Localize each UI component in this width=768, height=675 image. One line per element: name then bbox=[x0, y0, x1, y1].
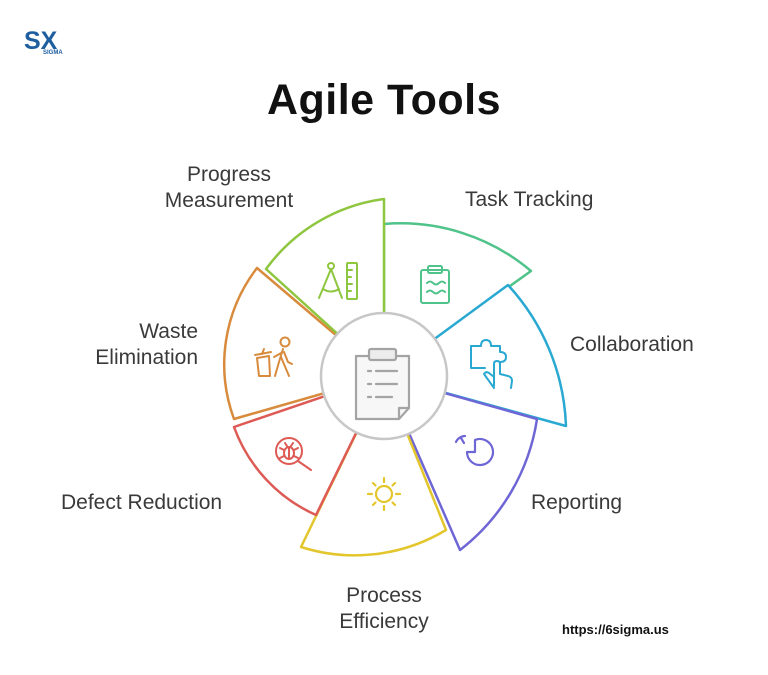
compass-ruler-icon bbox=[318, 262, 358, 300]
segment-collaboration bbox=[382, 283, 568, 428]
puzzle-hand-icon bbox=[470, 339, 513, 389]
label-reporting: Reporting bbox=[531, 491, 623, 514]
pie-chart-icon bbox=[454, 434, 495, 467]
six-sigma-logo: SX SIGMA bbox=[24, 27, 63, 56]
label-progress-measurement: Progress Measurement bbox=[164, 163, 294, 212]
label-process-efficiency: Process Efficiency bbox=[339, 584, 429, 633]
label-defect-reduction: Defect Reduction bbox=[61, 491, 223, 514]
label-collaboration: Collaboration bbox=[570, 333, 694, 356]
person-trash-icon bbox=[254, 336, 293, 377]
segment-process-efficiency bbox=[299, 374, 448, 557]
source-url[interactable]: https://6sigma.us bbox=[562, 622, 669, 637]
label-waste-elimination: Waste Elimination bbox=[95, 320, 198, 369]
logo-text: SX bbox=[24, 27, 58, 55]
clipboard-icon bbox=[354, 347, 411, 421]
bug-search-icon bbox=[275, 437, 312, 471]
page-title: Agile Tools bbox=[266, 76, 502, 124]
label-task-tracking: Task Tracking bbox=[465, 188, 594, 211]
clipboard-check-icon bbox=[420, 265, 450, 304]
gear-icon bbox=[366, 476, 402, 512]
logo-sub-text: SIGMA bbox=[43, 50, 63, 56]
